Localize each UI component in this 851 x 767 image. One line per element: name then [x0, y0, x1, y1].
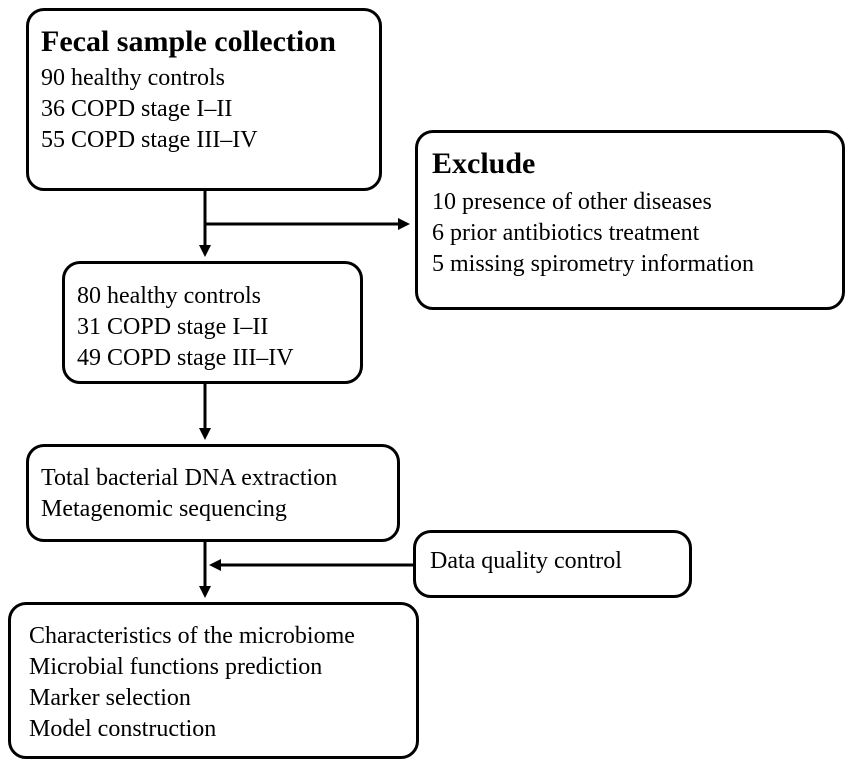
collection-line-healthy: 90 healthy controls: [41, 65, 225, 91]
collection-line-stage-3-4: 55 COPD stage III–IV: [41, 127, 258, 153]
processing-line-sequencing: Metagenomic sequencing: [41, 496, 287, 522]
exclude-line-other-diseases: 10 presence of other diseases: [432, 189, 712, 215]
analysis-box: Characteristics of the microbiome Microb…: [8, 602, 419, 759]
quality-control-label: Data quality control: [430, 548, 622, 574]
collection-title: Fecal sample collection: [41, 25, 336, 58]
analysis-line-markers: Marker selection: [29, 685, 191, 711]
included-line-stage-1-2: 31 COPD stage I–II: [77, 314, 269, 340]
fecal-sample-collection-box: Fecal sample collection 90 healthy contr…: [26, 8, 382, 191]
dna-processing-box: Total bacterial DNA extraction Metagenom…: [26, 444, 400, 542]
processing-line-extraction: Total bacterial DNA extraction: [41, 465, 338, 491]
included-line-stage-3-4: 49 COPD stage III–IV: [77, 345, 294, 371]
analysis-line-characteristics: Characteristics of the microbiome: [29, 623, 355, 649]
collection-line-stage-1-2: 36 COPD stage I–II: [41, 96, 233, 122]
included-line-healthy: 80 healthy controls: [77, 283, 261, 309]
exclude-title: Exclude: [432, 147, 536, 180]
included-samples-box: 80 healthy controls 31 COPD stage I–II 4…: [62, 261, 363, 384]
exclude-line-spirometry: 5 missing spirometry information: [432, 251, 754, 277]
exclude-line-antibiotics: 6 prior antibiotics treatment: [432, 220, 700, 246]
data-quality-control-box: Data quality control: [413, 530, 692, 598]
analysis-line-functions: Microbial functions prediction: [29, 654, 323, 680]
analysis-line-model: Model construction: [29, 716, 217, 742]
exclude-box: Exclude 10 presence of other diseases 6 …: [415, 130, 845, 310]
